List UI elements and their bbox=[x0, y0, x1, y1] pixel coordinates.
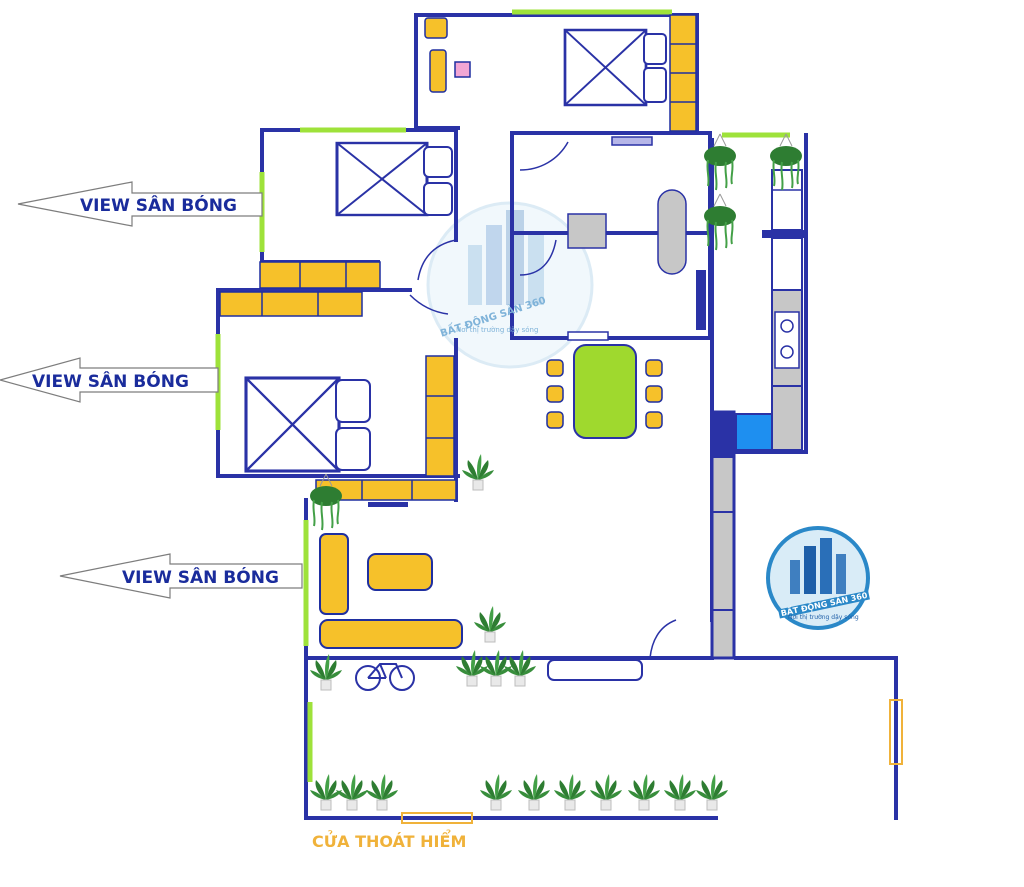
view-label-bottom: VIEW SÂN BÓNG bbox=[122, 568, 279, 588]
bicycle-icon bbox=[355, 663, 415, 691]
dining-set bbox=[546, 344, 663, 439]
door-swings bbox=[409, 141, 677, 659]
kitchen bbox=[710, 169, 806, 660]
emergency-exit-label: CỬA THOÁT HIỂM bbox=[312, 832, 467, 851]
living-room bbox=[319, 533, 643, 681]
exit-doors bbox=[401, 699, 903, 824]
watermark-tagline-center: Nơi thị trường dậy sóng bbox=[456, 326, 539, 334]
view-label-middle: VIEW SÂN BÓNG bbox=[32, 372, 189, 392]
view-label-top: VIEW SÂN BÓNG bbox=[80, 196, 237, 216]
middle-bedroom bbox=[259, 141, 453, 289]
top-bedroom bbox=[424, 14, 697, 132]
bathroom-fixtures bbox=[567, 136, 706, 341]
lower-bedroom bbox=[219, 291, 457, 507]
watermark-tagline-right: Nơi thị trường dậy sóng bbox=[788, 614, 859, 621]
view-arrows bbox=[0, 181, 303, 599]
